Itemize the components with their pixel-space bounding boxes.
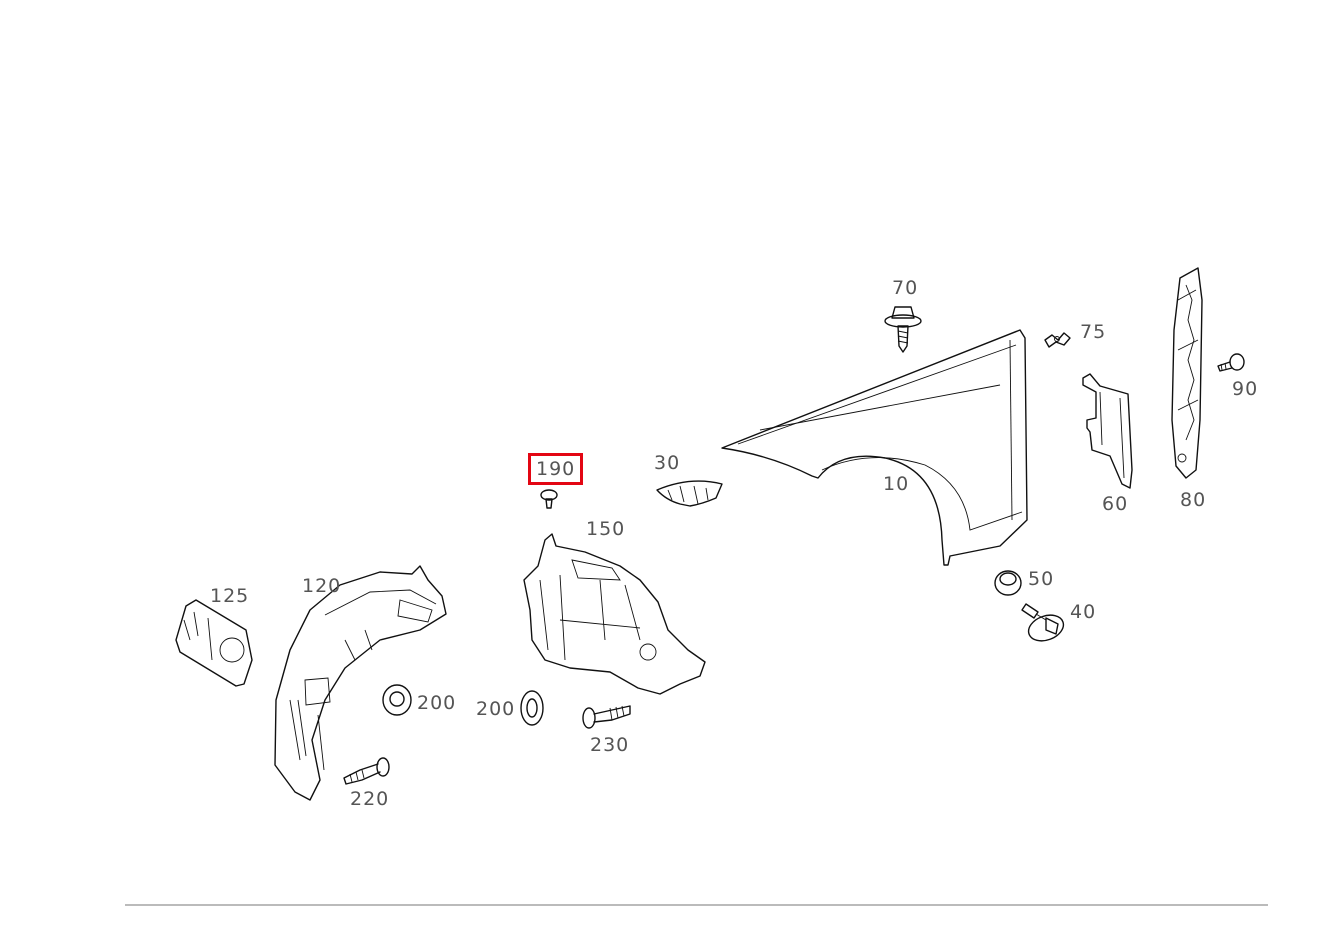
part-bolt-70[interactable]: [884, 306, 922, 353]
part-liner-120[interactable]: [274, 565, 447, 801]
part-nut-50[interactable]: [994, 570, 1022, 596]
callout-80[interactable]: 80: [1180, 489, 1207, 511]
callout-150[interactable]: 150: [586, 518, 626, 540]
callout-30[interactable]: 30: [654, 452, 681, 474]
callout-230[interactable]: 230: [590, 734, 630, 756]
part-strip-80[interactable]: [1171, 267, 1203, 479]
callout-125[interactable]: 125: [210, 585, 250, 607]
part-plate-125[interactable]: [175, 599, 253, 687]
part-bracket-60[interactable]: [1082, 373, 1133, 489]
part-clip-75[interactable]: [1044, 332, 1071, 348]
part-screw-90[interactable]: [1217, 353, 1245, 372]
part-trim-30[interactable]: [656, 480, 723, 507]
callout-10[interactable]: 10: [883, 473, 910, 495]
part-screw-190[interactable]: [540, 489, 558, 509]
callout-75[interactable]: 75: [1080, 321, 1107, 343]
callout-190-selected[interactable]: 190: [527, 453, 584, 485]
callout-40[interactable]: 40: [1070, 601, 1097, 623]
part-grommet-200a[interactable]: [382, 684, 412, 716]
part-rivet-220[interactable]: [343, 757, 390, 785]
part-liner-150[interactable]: [523, 533, 706, 695]
part-rivet-40[interactable]: [1021, 603, 1067, 645]
part-rivet-230[interactable]: [582, 705, 631, 729]
callout-70[interactable]: 70: [892, 277, 919, 299]
footer-divider: [125, 904, 1268, 906]
part-grommet-200b[interactable]: [520, 690, 544, 726]
callout-200-right[interactable]: 200: [476, 698, 516, 720]
callout-90[interactable]: 90: [1232, 378, 1259, 400]
callout-220[interactable]: 220: [350, 788, 390, 810]
callout-120[interactable]: 120: [302, 575, 342, 597]
callout-200-left[interactable]: 200: [417, 692, 457, 714]
callout-60[interactable]: 60: [1102, 493, 1129, 515]
part-fender[interactable]: [721, 329, 1028, 566]
callout-50[interactable]: 50: [1028, 568, 1055, 590]
